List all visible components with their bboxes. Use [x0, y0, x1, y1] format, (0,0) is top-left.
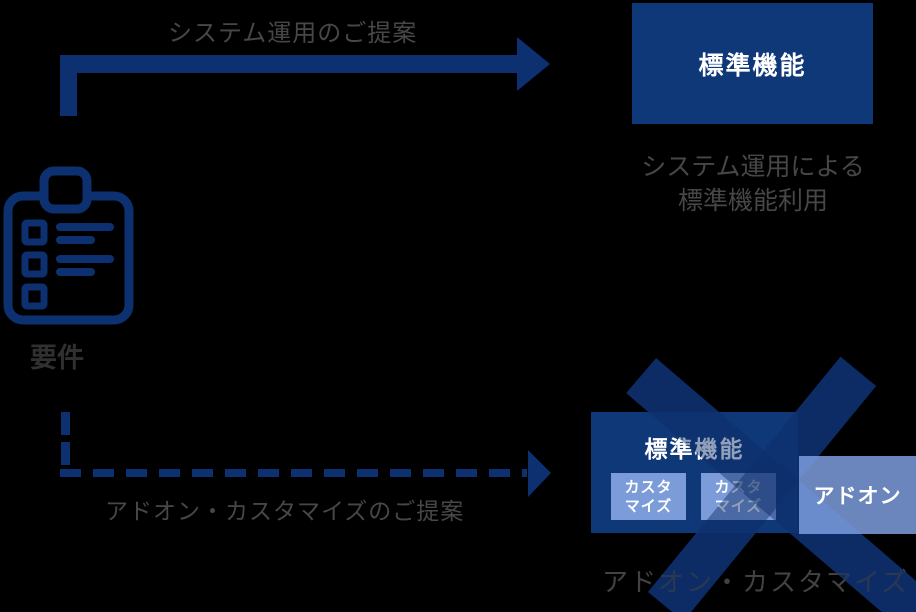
system-operation-proposal-label: システム運用のご提案 [168, 20, 418, 47]
dashed-arrow-head-icon [528, 450, 551, 497]
dashed-elbow-arrow [61, 412, 70, 435]
dashed-arrow-shaft [60, 469, 527, 477]
standard-functions-box-bottom: 標準機能 カスタ マイズ カスタ マイズ [591, 412, 798, 533]
customize-label-line1: カスタ [624, 478, 673, 496]
standard-functions-title: 標準機能 [698, 51, 807, 80]
solid-arrow-head-icon [517, 37, 550, 91]
customize-label-line1: カスタ [714, 478, 763, 496]
top-caption-line1: システム運用による [641, 153, 865, 181]
addon-customize-caption: アドオン・カスタマイズ [602, 567, 910, 597]
solid-elbow-arrow-shaft [60, 55, 518, 73]
customize-label-line2: マイズ [714, 497, 763, 515]
customize-box: カスタ マイズ [701, 473, 776, 520]
addon-label: アドオン [813, 485, 902, 508]
dashed-elbow-arrow-segment [61, 442, 70, 465]
clipboard-checklist-icon [3, 166, 134, 325]
addon-customize-proposal-label: アドオン・カスタマイズのご提案 [105, 498, 465, 524]
customize-box: カスタ マイズ [611, 473, 686, 520]
top-caption-line2: 標準機能利用 [677, 187, 828, 215]
addon-box: アドオン [799, 456, 916, 534]
standard-functions-title: 標準機能 [644, 436, 745, 462]
requirements-label: 要件 [30, 343, 84, 373]
top-caption: システム運用による 標準機能利用 [612, 150, 894, 218]
customize-label-line2: マイズ [624, 497, 673, 515]
standard-functions-box-top: 標準機能 [632, 3, 873, 124]
